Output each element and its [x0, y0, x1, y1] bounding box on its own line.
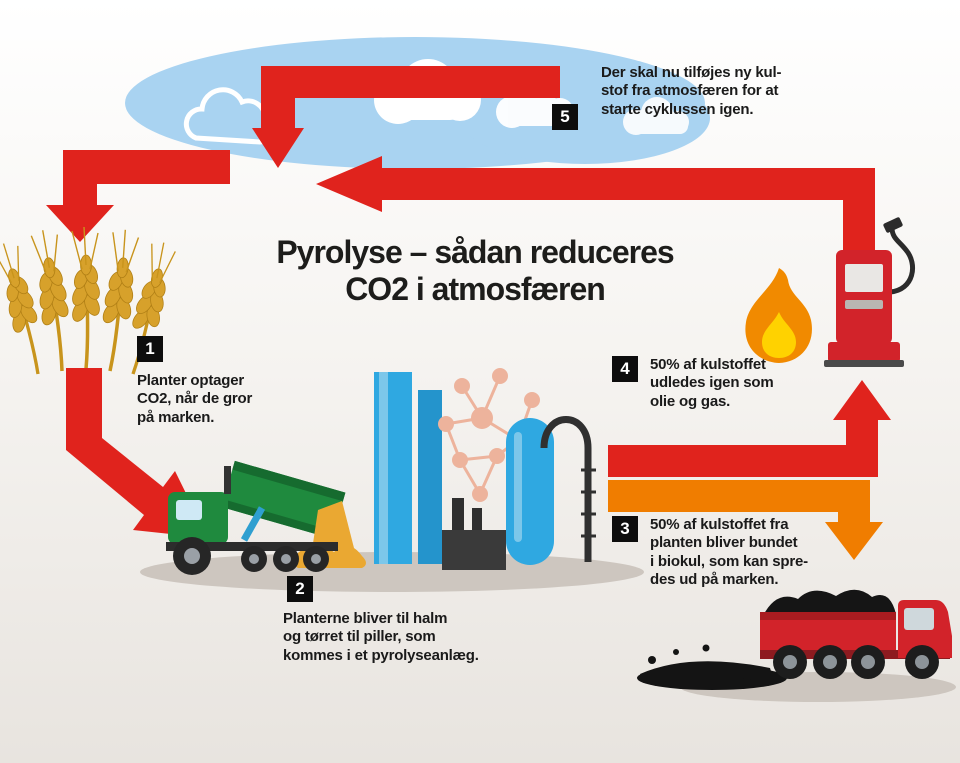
tractor-trailer-icon — [166, 460, 366, 575]
molecule-icon — [438, 368, 540, 502]
step-4-text: 50% af kulstoffet udledes igen som olie … — [650, 356, 774, 410]
step-3-badge: 3 — [612, 516, 638, 542]
step-1-badge: 1 — [137, 336, 163, 362]
dump-truck-icon — [760, 589, 952, 679]
pyrolysis-plant-icon — [374, 368, 596, 570]
fuel-pump-icon — [824, 217, 916, 367]
cloud-icon — [623, 97, 689, 135]
biochar-spill-icon — [637, 644, 787, 690]
page-title: Pyrolyse – sådan reduceres CO2 i atmosfæ… — [276, 234, 674, 308]
arrow-into-cloud — [252, 66, 560, 168]
step-4-badge: 4 — [612, 356, 638, 382]
step-3-text: 50% af kulstoffet fra planten bliver bun… — [650, 516, 808, 588]
step-2-text: Planterne bliver til halm og tørret til … — [283, 610, 479, 664]
step-5-text: Der skal nu tilføjes ny kul- stof fra at… — [601, 64, 782, 118]
flame-icon — [745, 268, 812, 363]
arrow-right-riser — [843, 168, 875, 260]
arrow-plant-to-fuel — [608, 380, 891, 477]
step-5-badge: 5 — [552, 104, 578, 130]
arrow-plant-to-biochar — [608, 480, 883, 560]
step-2-badge: 2 — [287, 576, 313, 602]
step-1-text: Planter optager CO2, når de gror på mark… — [137, 372, 253, 426]
arrow-cycle-top — [316, 156, 875, 212]
arrow-cloud-to-plants — [46, 150, 230, 242]
